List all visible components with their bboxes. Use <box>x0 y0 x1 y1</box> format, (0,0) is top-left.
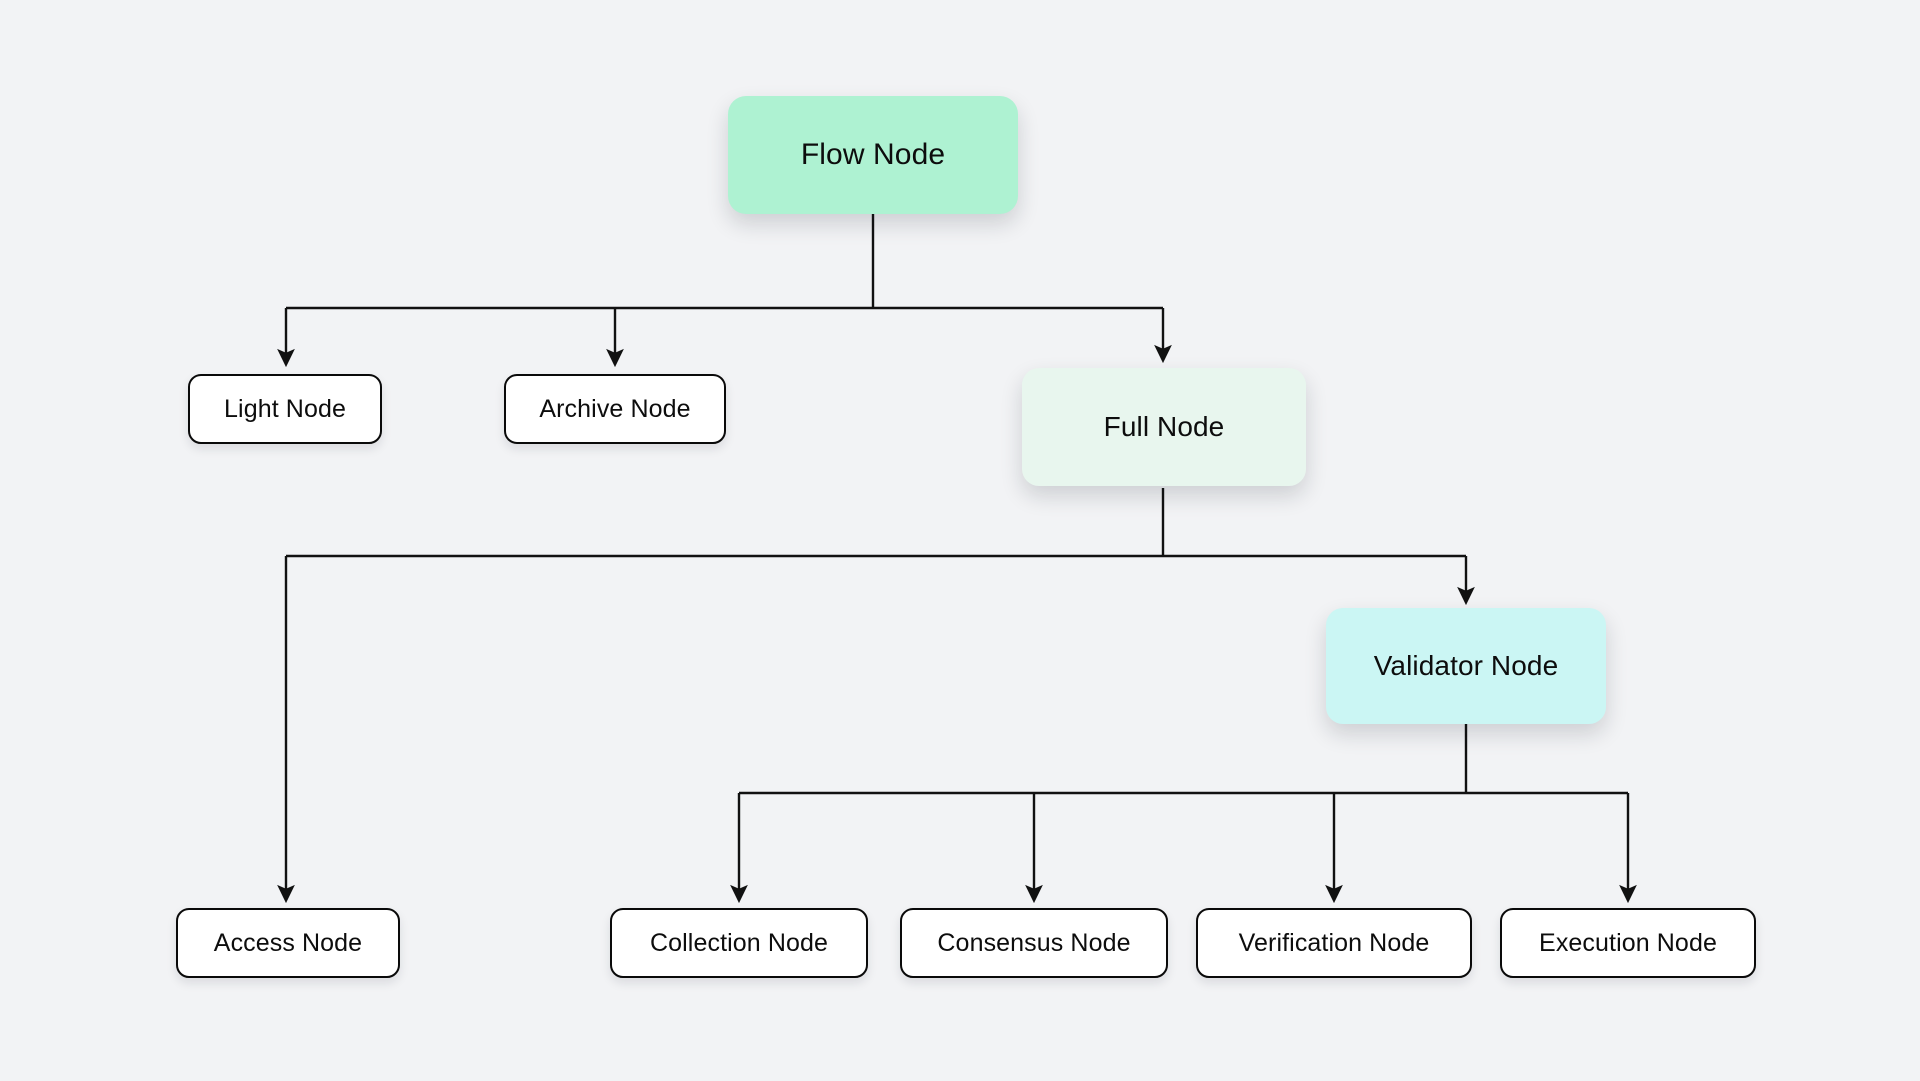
node-label: Collection Node <box>650 928 828 957</box>
node-label: Archive Node <box>539 394 691 423</box>
node-full-node[interactable]: Full Node <box>1022 368 1306 486</box>
node-archive-node[interactable]: Archive Node <box>504 374 726 444</box>
node-label: Consensus Node <box>937 928 1131 957</box>
node-label: Flow Node <box>800 138 946 171</box>
node-label: Validator Node <box>1373 650 1559 681</box>
node-label: Verification Node <box>1238 928 1430 957</box>
node-collection-node[interactable]: Collection Node <box>610 908 868 978</box>
node-access-node[interactable]: Access Node <box>176 908 400 978</box>
node-execution-node[interactable]: Execution Node <box>1500 908 1756 978</box>
node-validator-node[interactable]: Validator Node <box>1326 608 1606 724</box>
node-label: Light Node <box>224 394 346 423</box>
node-label: Execution Node <box>1539 928 1717 957</box>
node-flow-node[interactable]: Flow Node <box>728 96 1018 214</box>
node-label: Full Node <box>1103 411 1225 442</box>
node-verification-node[interactable]: Verification Node <box>1196 908 1472 978</box>
node-consensus-node[interactable]: Consensus Node <box>900 908 1168 978</box>
node-light-node[interactable]: Light Node <box>188 374 382 444</box>
node-label: Access Node <box>213 928 363 957</box>
